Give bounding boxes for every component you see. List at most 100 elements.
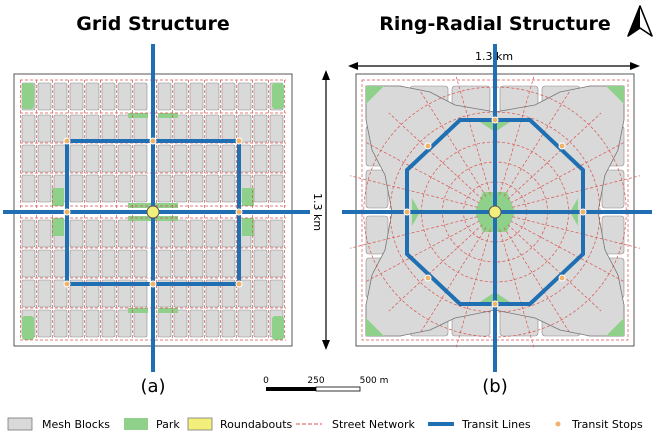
mesh-block <box>69 82 84 111</box>
mesh-block <box>221 144 236 173</box>
transit-stop <box>63 280 71 288</box>
transit-stop <box>579 208 587 216</box>
street-segment <box>510 141 626 204</box>
mesh-block <box>69 279 84 308</box>
mesh-block <box>253 82 268 111</box>
mesh-block <box>69 309 84 338</box>
mesh-block <box>253 309 268 338</box>
mesh-block <box>221 249 236 278</box>
transit-stop <box>558 274 566 282</box>
mesh-block <box>85 82 100 111</box>
mesh-block <box>133 144 148 173</box>
mesh-block <box>157 144 172 173</box>
mesh-block <box>157 114 172 143</box>
mesh-block <box>269 174 284 203</box>
mesh-block <box>133 174 148 203</box>
mesh-block <box>37 249 52 278</box>
mesh-block <box>189 174 204 203</box>
legend-mesh-blocks-label: Mesh Blocks <box>42 418 110 431</box>
mesh-block <box>85 174 100 203</box>
mesh-block <box>21 279 36 308</box>
scale-tick-250: 250 <box>307 376 324 386</box>
mesh-block <box>101 114 116 143</box>
legend-park-label: Park <box>156 418 180 431</box>
mesh-block <box>85 279 100 308</box>
mesh-block <box>157 82 172 111</box>
transit-stop <box>235 208 243 216</box>
mesh-block <box>21 144 36 173</box>
mesh-block <box>101 174 116 203</box>
legend-transit-stops: Transit Stops <box>555 418 643 431</box>
mesh-block <box>205 309 220 338</box>
north-arrow-icon <box>627 5 653 37</box>
mesh-block <box>53 82 68 111</box>
transit-stop <box>149 137 157 145</box>
ring-radial-panel: 1.3 km <box>342 44 652 372</box>
mesh-block <box>269 144 284 173</box>
mesh-block <box>101 144 116 173</box>
transit-stop <box>491 300 499 308</box>
mesh-block <box>189 309 204 338</box>
mesh-block <box>85 309 100 338</box>
mesh-block <box>117 114 132 143</box>
ring-radial-roundabout <box>488 205 502 219</box>
legend-roundabouts-label: Roundabouts <box>220 418 293 431</box>
legend-mesh-blocks: Mesh Blocks <box>7 417 110 431</box>
mesh-block <box>133 114 148 143</box>
mesh-block <box>85 219 100 248</box>
mesh-block <box>37 174 52 203</box>
scale-bar: 0 250 500 m <box>263 376 389 392</box>
grid-roundabout <box>146 205 160 219</box>
mesh-block <box>85 114 100 143</box>
legend-roundabouts: Roundabouts <box>187 417 293 431</box>
mesh-block <box>37 144 52 173</box>
mesh-block <box>21 114 36 143</box>
mesh-block <box>173 219 188 248</box>
mesh-block <box>157 309 172 338</box>
street-segment <box>364 141 480 204</box>
mesh-block <box>117 219 132 248</box>
mesh-block <box>117 144 132 173</box>
mesh-block <box>237 279 252 308</box>
street-segment <box>388 112 483 200</box>
mesh-block <box>237 82 252 111</box>
transit-stop <box>63 137 71 145</box>
mesh-block <box>117 249 132 278</box>
street-segment <box>507 112 602 200</box>
ring-radial-panel-caption: (b) <box>482 376 507 397</box>
mesh-block <box>189 82 204 111</box>
mesh-block <box>221 174 236 203</box>
vertical-dimension: 1.3 km <box>311 70 330 350</box>
mesh-block <box>189 219 204 248</box>
grid-panel <box>3 44 310 372</box>
grid-transit-stops <box>63 137 243 288</box>
scale-tick-500: 500 m <box>360 376 389 386</box>
mesh-block <box>205 144 220 173</box>
transit-stop <box>403 208 411 216</box>
mesh-block <box>253 279 268 308</box>
mesh-block <box>117 309 132 338</box>
mesh-block <box>173 114 188 143</box>
mesh-block <box>221 309 236 338</box>
street-segment <box>499 229 535 348</box>
mesh-block <box>173 174 188 203</box>
legend: Mesh Blocks Park Roundabouts Street Netw… <box>7 417 643 431</box>
street-segment <box>364 220 480 283</box>
mesh-block <box>133 309 148 338</box>
mesh-block <box>21 249 36 278</box>
street-segment <box>507 224 602 312</box>
grid-panel-caption: (a) <box>140 376 165 397</box>
mesh-block <box>117 174 132 203</box>
street-segment <box>499 76 535 195</box>
mesh-block <box>173 82 188 111</box>
mesh-block <box>205 249 220 278</box>
mesh-block <box>53 114 68 143</box>
mesh-block <box>101 279 116 308</box>
mesh-block <box>221 219 236 248</box>
mesh-block <box>173 309 188 338</box>
street-segment <box>350 175 478 208</box>
mesh-block <box>37 114 52 143</box>
street-segment <box>510 220 626 283</box>
mesh-block <box>253 144 268 173</box>
